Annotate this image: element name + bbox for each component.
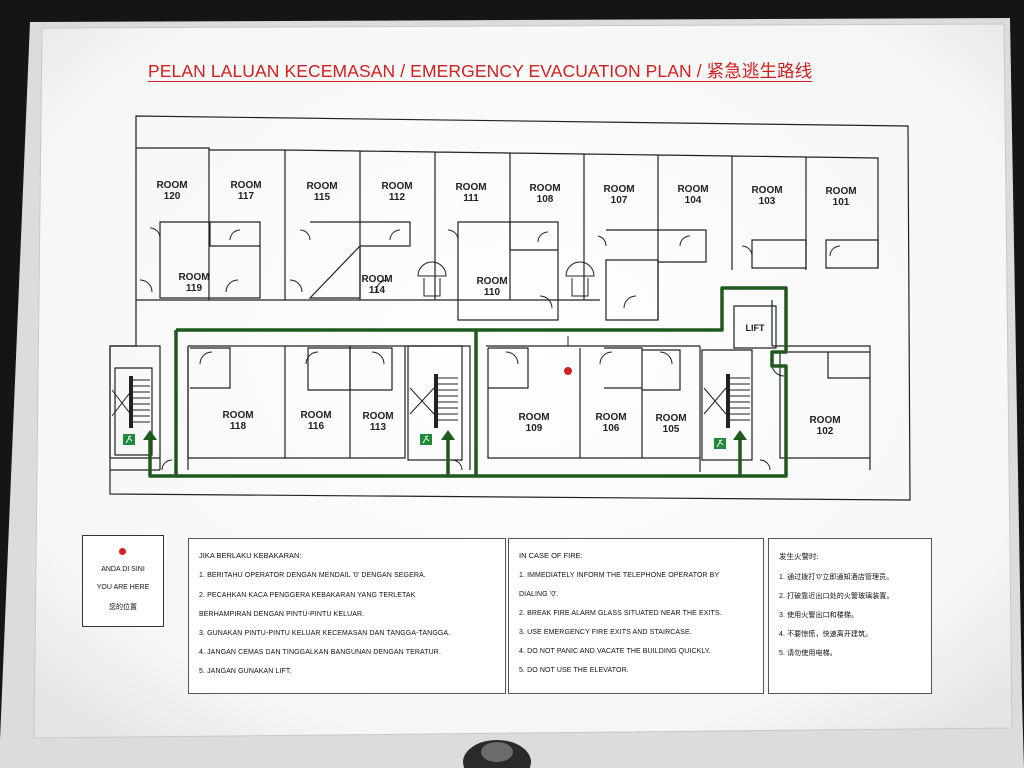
instruction-item: 3. 使用火警出口和楼梯。 xyxy=(779,612,859,619)
instructions-heading: 发生火警时: xyxy=(779,552,819,561)
instruction-item: 2. BREAK FIRE ALARM GLASS SITUATED NEAR … xyxy=(519,610,722,617)
instruction-item: BERHAMPIRAN DENGAN PINTU-PINTU KELUAR. xyxy=(199,611,365,618)
you-are-here-legend: ANDA DI SINI YOU ARE HERE 您的位置 xyxy=(82,535,164,627)
legend-text-malay: ANDA DI SINI xyxy=(101,566,145,573)
instruction-item: 1. BERITAHU OPERATOR DENGAN MENDAIL '0' … xyxy=(199,572,426,579)
instruction-item: 4. DO NOT PANIC AND VACATE THE BUILDING … xyxy=(519,648,711,655)
instructions-malay: JIKA BERLAKU KEBAKARAN: 1. BERITAHU OPER… xyxy=(188,538,506,694)
evacuation-route xyxy=(148,286,788,478)
instructions-heading: IN CASE OF FIRE: xyxy=(519,551,583,560)
plan-title: PELAN LALUAN KECEMASAN / EMERGENCY EVACU… xyxy=(148,61,813,81)
legend-text-english: YOU ARE HERE xyxy=(96,584,150,591)
instructions-heading: JIKA BERLAKU KEBAKARAN: xyxy=(199,551,302,560)
instruction-item: 5. 请勿使用电梯。 xyxy=(779,650,837,657)
instructions-english: IN CASE OF FIRE: 1. IMMEDIATELY INFORM T… xyxy=(508,538,764,694)
instruction-item: DIALING '0'. xyxy=(519,591,559,598)
instruction-item: 4. 不要惊慌，快速离开建筑。 xyxy=(779,631,873,638)
instructions-chinese: 发生火警时: 1. 通过拨打'0'立即通知酒店管理员。 2. 打破靠近出口处的火… xyxy=(768,538,932,694)
you-are-here-dot xyxy=(564,367,572,375)
building-walls xyxy=(109,115,911,501)
staircase-icon xyxy=(111,374,750,428)
instruction-item: 1. IMMEDIATELY INFORM THE TELEPHONE OPER… xyxy=(519,572,720,579)
instruction-item: 3. USE EMERGENCY FIRE EXITS AND STAIRCAS… xyxy=(519,629,692,636)
lift-label: LIFT xyxy=(746,323,765,333)
instruction-item: 2. 打破靠近出口处的火警玻璃装置。 xyxy=(779,593,894,600)
instruction-item: 5. JANGAN GUNAKAN LIFT. xyxy=(199,668,292,675)
instruction-item: 2. PECAHKAN KACA PENGGERA KEBAKARAN YANG… xyxy=(199,592,416,599)
instruction-item: 5. DO NOT USE THE ELEVATOR. xyxy=(519,667,629,674)
legend-text-chinese: 您的位置 xyxy=(109,604,137,611)
route-arrow-icon xyxy=(143,430,747,440)
legend-marker-dot xyxy=(119,548,126,555)
instruction-item: 4. JANGAN CEMAS DAN TINGGALKAN BANGUNAN … xyxy=(199,649,441,656)
exit-sign-icon xyxy=(123,434,726,449)
instruction-item: 1. 通过拨打'0'立即通知酒店管理员。 xyxy=(779,574,894,581)
door-swings xyxy=(139,227,841,471)
instruction-item: 3. GUNAKAN PINTU-PINTU KELUAR KECEMASAN … xyxy=(199,630,451,637)
